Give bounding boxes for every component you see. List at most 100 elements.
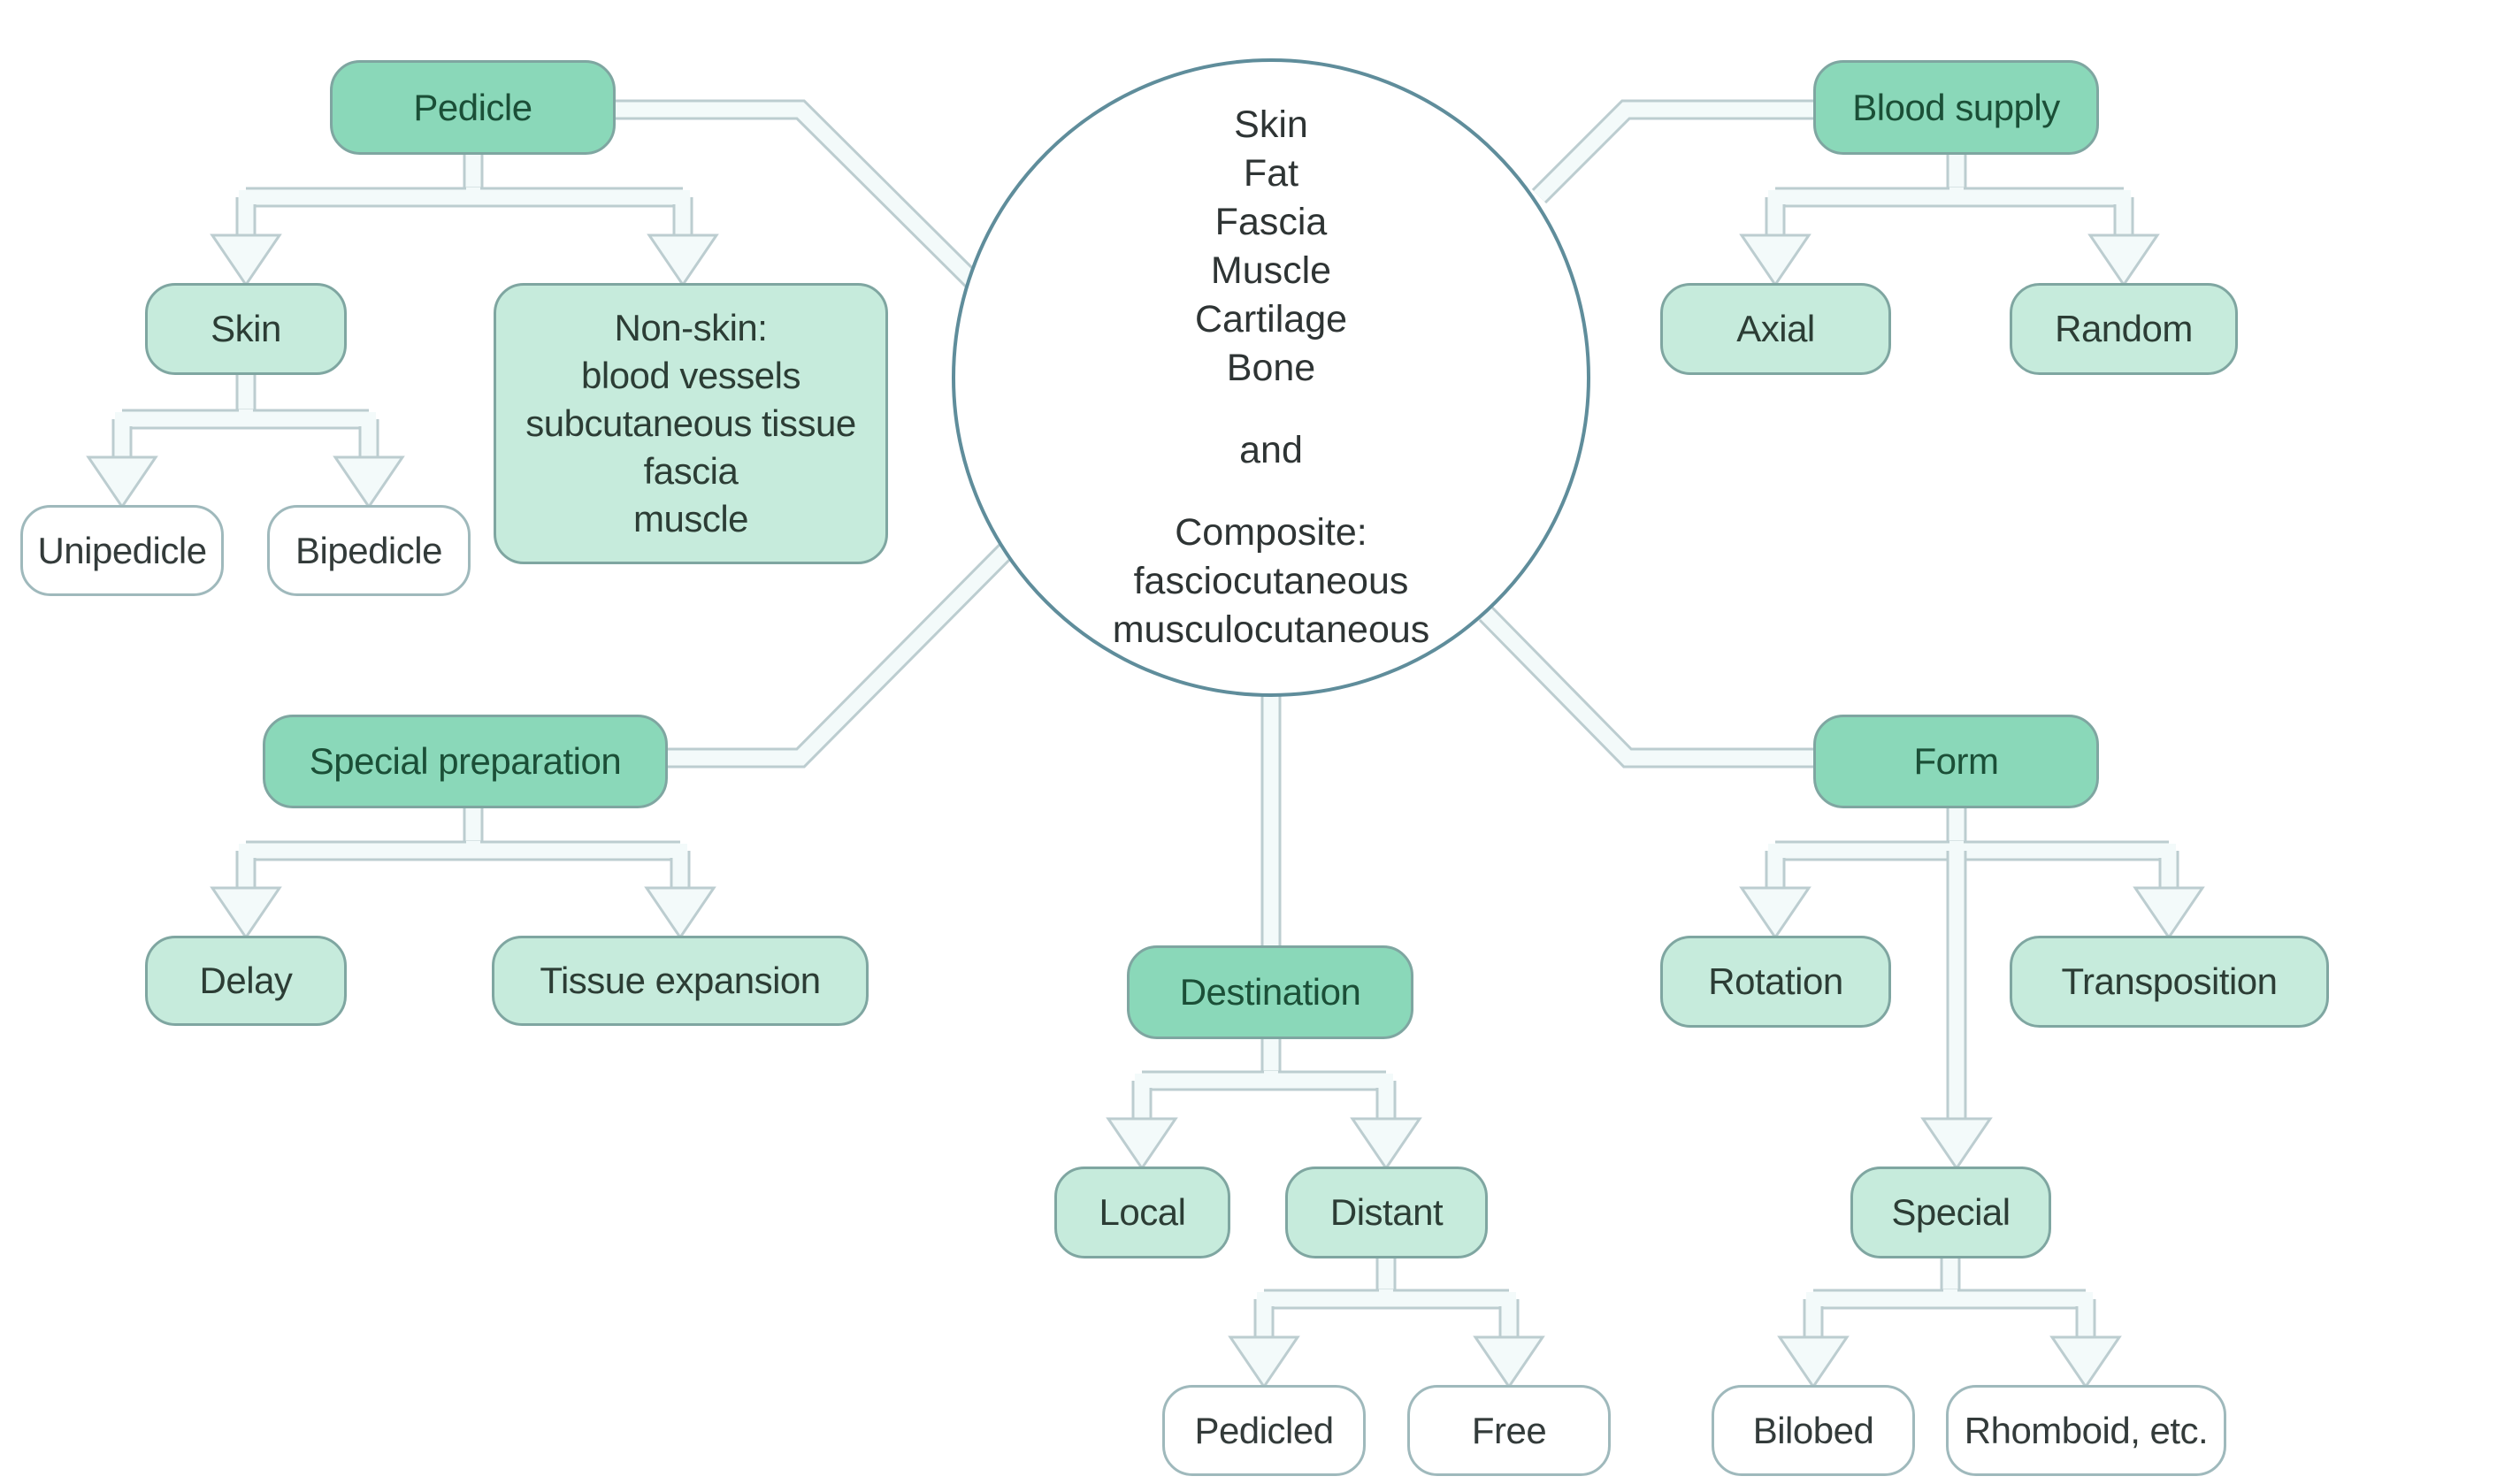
tree-skin-arrowhead-1 bbox=[333, 455, 405, 509]
node-random: Random bbox=[2010, 283, 2238, 375]
node-label: Bilobed bbox=[1752, 1409, 1874, 1451]
node-label: Delay bbox=[199, 960, 293, 1001]
hub-composite-item: fasciocutaneous bbox=[1133, 560, 1409, 602]
tree-destination-stem-join bbox=[1264, 1071, 1278, 1082]
tree-blood-supply-arrowhead-0 bbox=[1739, 233, 1811, 287]
node-label: Rotation bbox=[1708, 960, 1843, 1002]
node-pedicle: Pedicle bbox=[330, 60, 616, 155]
spoke-pedicle-inner bbox=[616, 102, 978, 287]
node-axial: Axial bbox=[1660, 283, 1891, 375]
tree-pedicle-arrowhead-0 bbox=[210, 233, 282, 287]
tree-special-preparation-stem-join bbox=[466, 841, 480, 853]
hub-tissue-types: Skin Fat Fascia Muscle Cartilage Bone an… bbox=[952, 58, 1590, 697]
node-blood-supply: Blood supply bbox=[1813, 60, 2099, 155]
tree-special-preparation-drop-join-1 bbox=[673, 850, 687, 861]
node-skin: Skin bbox=[145, 283, 347, 375]
hub-tissue: Fascia bbox=[1214, 201, 1328, 243]
tree-special-drop-join-0 bbox=[1806, 1298, 1820, 1310]
tree-destination-arrowhead-1 bbox=[1350, 1117, 1422, 1171]
tree-special-arrowhead-0 bbox=[1777, 1335, 1850, 1389]
node-label: Unipedicle bbox=[37, 529, 207, 571]
tree-destination-drop-join-0 bbox=[1135, 1080, 1149, 1091]
node-label: Pedicle bbox=[413, 86, 532, 128]
node-non-skin: Non-skin: blood vessels subcutaneous tis… bbox=[494, 283, 888, 564]
hub-tissue: Bone bbox=[1226, 347, 1316, 389]
hub-tissue: Skin bbox=[1234, 103, 1308, 146]
node-rhomboid: Rhomboid, etc. bbox=[1946, 1385, 2226, 1476]
node-delay: Delay bbox=[145, 936, 347, 1026]
node-label: blood vessels bbox=[581, 355, 800, 396]
form-to-special-arrowhead bbox=[1920, 1117, 1993, 1171]
node-label: Transposition bbox=[2061, 960, 2278, 1002]
node-label: Special preparation bbox=[309, 740, 622, 782]
node-unipedicle: Unipedicle bbox=[20, 505, 224, 596]
node-label: Blood supply bbox=[1852, 86, 2060, 128]
node-free: Free bbox=[1407, 1385, 1611, 1476]
tree-form-drop-join-0 bbox=[1768, 850, 1782, 861]
tree-form-drop-join-1 bbox=[2162, 850, 2176, 861]
tree-pedicle-drop-join-0 bbox=[239, 196, 253, 208]
tree-skin-arrowhead-0 bbox=[86, 455, 158, 509]
spoke-special-preparation-inner bbox=[668, 545, 1013, 766]
tree-pedicle-arrowhead-1 bbox=[647, 233, 719, 287]
node-special-preparation: Special preparation bbox=[263, 715, 668, 808]
spoke-form-inner bbox=[1480, 608, 1813, 766]
node-local: Local bbox=[1054, 1167, 1230, 1258]
tree-form-arrowhead-0 bbox=[1739, 886, 1811, 940]
node-rotation: Rotation bbox=[1660, 936, 1891, 1028]
tree-blood-supply-drop-join-0 bbox=[1768, 196, 1782, 208]
tree-form-bar-fill bbox=[1768, 844, 2176, 858]
tree-special-drop-join-1 bbox=[2079, 1298, 2093, 1310]
node-label: Skin bbox=[211, 308, 281, 349]
node-label: Destination bbox=[1179, 971, 1361, 1013]
node-label: Form bbox=[1913, 740, 2000, 782]
tree-destination-arrowhead-0 bbox=[1106, 1117, 1178, 1171]
node-form: Form bbox=[1813, 715, 2099, 808]
node-bipedicle: Bipedicle bbox=[267, 505, 471, 596]
tree-distant-arrowhead-0 bbox=[1228, 1335, 1300, 1389]
node-label: Bipedicle bbox=[295, 529, 442, 571]
hub-tissue: Muscle bbox=[1210, 249, 1332, 292]
node-transposition: Transposition bbox=[2010, 936, 2329, 1028]
node-label: Tissue expansion bbox=[540, 960, 821, 1001]
node-label: Axial bbox=[1736, 308, 1815, 349]
spoke-blood-supply-inner bbox=[1533, 102, 1813, 203]
node-label: Pedicled bbox=[1194, 1409, 1334, 1451]
tree-form-stem-join bbox=[1949, 841, 1964, 853]
node-label: Special bbox=[1891, 1191, 2011, 1233]
tree-pedicle-bar-fill bbox=[239, 190, 690, 204]
node-special: Special bbox=[1850, 1167, 2051, 1258]
node-bilobed: Bilobed bbox=[1712, 1385, 1915, 1476]
tree-special-arrowhead-1 bbox=[2049, 1335, 2122, 1389]
tree-special-preparation-bar-fill bbox=[239, 844, 687, 858]
hub-composite-item: musculocutaneous bbox=[1112, 608, 1430, 651]
tree-blood-supply-arrowhead-1 bbox=[2087, 233, 2160, 287]
hub-composite-title: Composite: bbox=[1175, 511, 1367, 554]
node-tissue-expansion: Tissue expansion bbox=[492, 936, 869, 1026]
tree-blood-supply-drop-join-1 bbox=[2117, 196, 2131, 208]
tree-special-stem-join bbox=[1943, 1289, 1957, 1301]
tree-skin-drop-join-0 bbox=[115, 418, 129, 430]
node-label: Local bbox=[1099, 1191, 1186, 1233]
tree-special-preparation-arrowhead-1 bbox=[644, 886, 716, 940]
hub-tissue: Fat bbox=[1243, 152, 1299, 195]
node-label: Non-skin: bbox=[614, 307, 768, 348]
tree-distant-drop-join-1 bbox=[1502, 1298, 1516, 1310]
hub-tissue: Cartilage bbox=[1194, 298, 1348, 340]
tree-special-preparation-drop-join-0 bbox=[239, 850, 253, 861]
tree-pedicle-drop-join-1 bbox=[676, 196, 690, 208]
node-label: Rhomboid, etc. bbox=[1964, 1409, 2209, 1451]
hub-conjunction: and bbox=[1239, 429, 1303, 471]
node-label: Random bbox=[2055, 308, 2193, 349]
tree-blood-supply-stem-join bbox=[1949, 187, 1964, 199]
tree-skin-drop-join-1 bbox=[362, 418, 376, 430]
node-distant: Distant bbox=[1285, 1167, 1488, 1258]
node-label: Free bbox=[1471, 1409, 1547, 1451]
tree-skin-stem-join bbox=[239, 409, 253, 421]
tree-distant-arrowhead-1 bbox=[1473, 1335, 1545, 1389]
tree-pedicle-stem-join bbox=[466, 187, 480, 199]
node-pedicled: Pedicled bbox=[1162, 1385, 1366, 1476]
node-label: Distant bbox=[1329, 1191, 1444, 1233]
